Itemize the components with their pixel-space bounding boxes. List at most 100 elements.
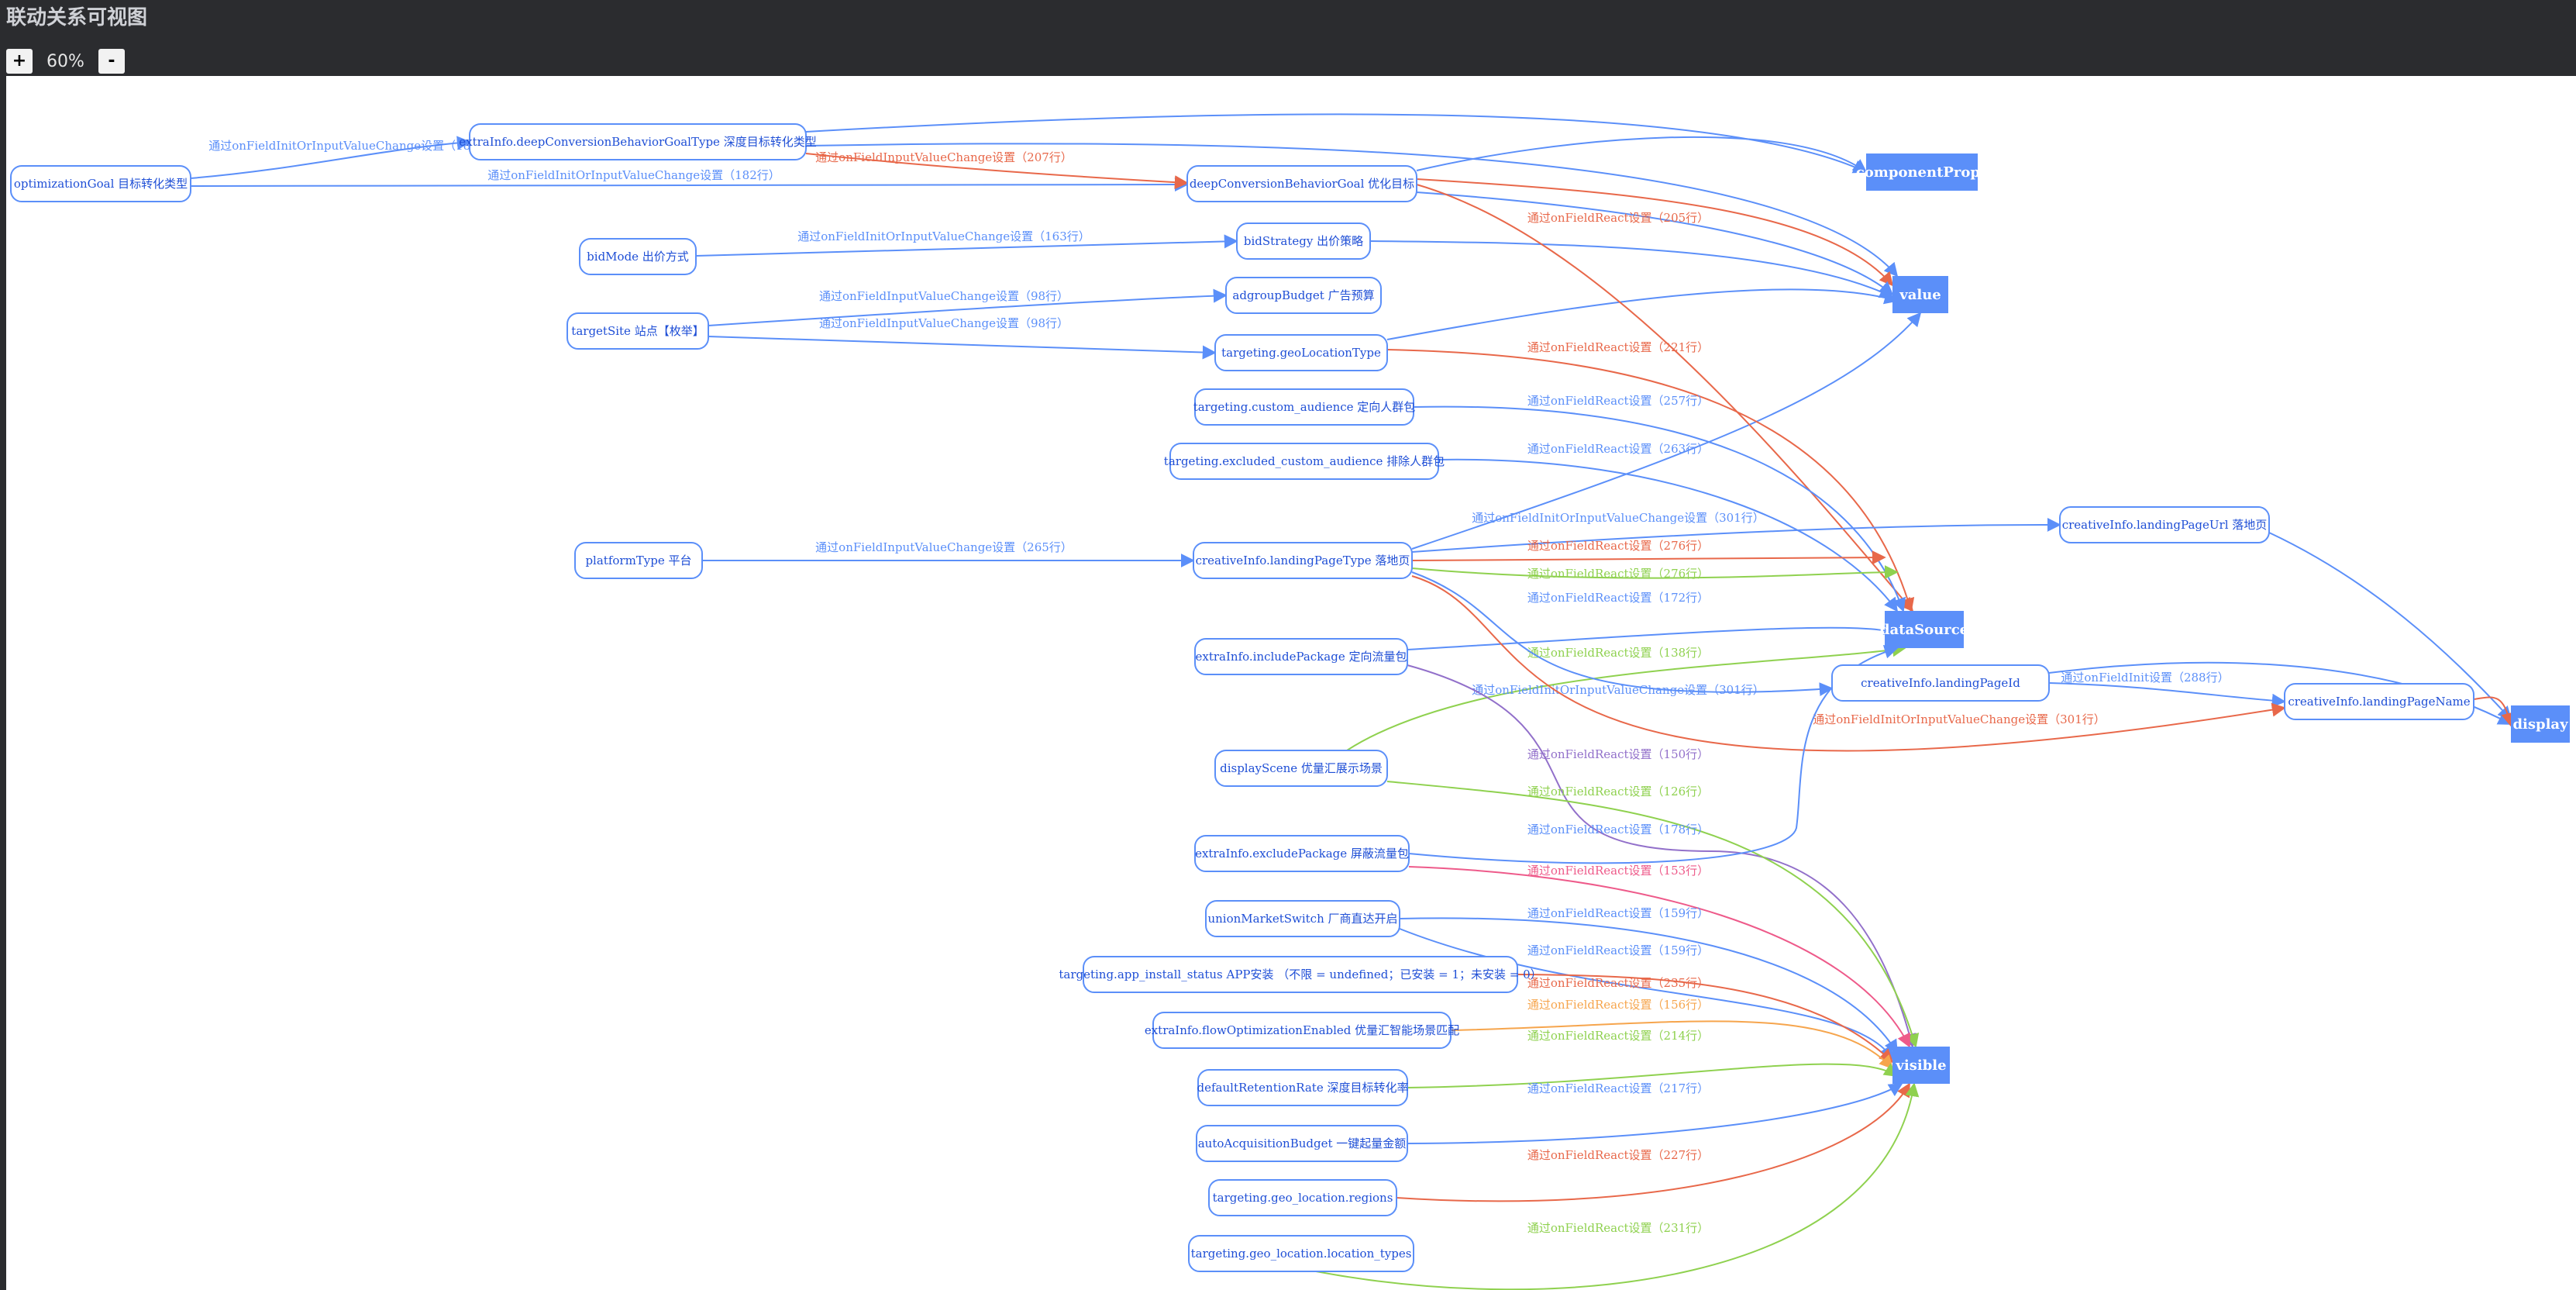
node-label: autoAcquisitionBudget 一键起量金额 [1198, 1137, 1407, 1150]
node-geoLocationType[interactable]: targeting.geoLocationType [1214, 334, 1388, 371]
edge-label: 通过onFieldInitOrInputValueChange设置（182行） [487, 168, 780, 182]
edge-displayScene-to-dataSource [1346, 643, 1906, 751]
node-targetSite[interactable]: targetSite 站点【枚举】 [567, 312, 709, 350]
node-box [1194, 388, 1414, 426]
edge-label: 通过onFieldReact设置（257行） [1527, 394, 1709, 408]
node-landingPageType[interactable]: creativeInfo.landingPageType 落地页 [1193, 542, 1413, 579]
node-label: targeting.excluded_custom_audience 排除人群包 [1164, 454, 1445, 468]
edge-landingPageType-to-landingPageId [1411, 571, 1834, 697]
node-deepConvType[interactable]: extraInfo.deepConversionBehaviorGoalType… [459, 123, 817, 160]
top-bar: 联动关系可视图 + 60% - [0, 0, 2576, 76]
node-customAudience[interactable]: targeting.custom_audience 定向人群包 [1193, 388, 1416, 426]
node-platformType[interactable]: platformType 平台 [574, 542, 703, 579]
node-excludePackage[interactable]: extraInfo.excludePackage 屏蔽流量包 [1194, 835, 1410, 872]
edge-targetSite-to-adgroupBudget [708, 288, 1228, 326]
node-label: deepConversionBehaviorGoal 优化目标 [1190, 177, 1414, 191]
target-display[interactable]: display [2511, 705, 2570, 743]
node-landingPageUrl[interactable]: creativeInfo.landingPageUrl 落地页 [2059, 506, 2270, 543]
node-box [1214, 334, 1388, 371]
node-displayScene[interactable]: displayScene 优量汇展示场景 [1214, 750, 1388, 787]
target-box [1892, 1047, 1950, 1084]
edge-deepConvGoal-to-dataSource [1416, 184, 1914, 612]
node-geoLocTypes[interactable]: targeting.geo_location.location_types [1188, 1235, 1414, 1272]
node-label: extraInfo.excludePackage 屏蔽流量包 [1195, 847, 1409, 861]
node-landingPageName[interactable]: creativeInfo.landingPageName [2284, 683, 2474, 720]
target-label: dataSource [1880, 622, 1968, 638]
node-label: extraInfo.deepConversionBehaviorGoalType… [459, 135, 816, 149]
edge-label: 通过onFieldReact设置（231行） [1527, 1221, 1709, 1235]
edge-label: 通过onFieldReact设置（235行） [1527, 976, 1709, 990]
edge-label: 通过onFieldReact设置（153行） [1527, 864, 1709, 878]
node-label: creativeInfo.landingPageUrl 落地页 [2062, 518, 2268, 532]
edge-landingPageUrl-to-display [2268, 532, 2512, 721]
edge-landingPageName-to-display [2473, 696, 2516, 727]
node-label: creativeInfo.landingPageName [2288, 695, 2470, 709]
edge-excludePackage-to-visible [1408, 866, 1910, 1048]
graph-canvas[interactable]: 通过onFieldInitOrInputValueChange设置（182行） 通… [6, 76, 2576, 1290]
target-componentProps[interactable]: componentProps [1856, 153, 1988, 191]
edge-landingPageType-to-landingPageUrl [1411, 517, 2061, 553]
node-excludedAudience[interactable]: targeting.excluded_custom_audience 排除人群包 [1164, 443, 1445, 480]
edge-targetSite-to-geoLocationType [708, 336, 1217, 360]
node-includePackage[interactable]: extraInfo.includePackage 定向流量包 [1194, 638, 1408, 675]
edge-label: 通过onFieldInit设置（288行） [2061, 671, 2229, 685]
edge-excludedAudience-to-dataSource [1438, 458, 1899, 612]
edge-deepConvType-to-value [805, 143, 1899, 278]
page-title: 联动关系可视图 [6, 6, 148, 29]
target-dataSource[interactable]: dataSource [1880, 611, 1968, 648]
edge-geoLocationType-to-dataSource [1386, 349, 1915, 612]
node-label: displayScene 优量汇展示场景 [1220, 761, 1383, 775]
node-label: unionMarketSwitch 厂商直达开启 [1207, 912, 1397, 926]
node-optimizationGoal[interactable]: optimizationGoal 目标转化类型 [10, 165, 191, 202]
zoom-level: 60% [46, 51, 84, 71]
node-geoRegions[interactable]: targeting.geo_location.regions [1208, 1179, 1397, 1216]
node-landingPageId[interactable]: creativeInfo.landingPageId [1831, 664, 2050, 702]
target-box [1892, 276, 1948, 313]
edge-label: 通过onFieldReact设置（214行） [1527, 1029, 1709, 1043]
node-bidStrategy[interactable]: bidStrategy 出价策略 [1236, 222, 1371, 260]
node-flowOpt[interactable]: extraInfo.flowOptimizationEnabled 优量汇智能场… [1145, 1012, 1459, 1049]
edges: 通过onFieldInitOrInputValueChange设置（182行） 通… [190, 113, 2516, 1290]
node-box [10, 165, 191, 202]
edge-label: 通过onFieldReact设置（205行） [1527, 211, 1709, 225]
node-label: targeting.custom_audience 定向人群包 [1193, 400, 1416, 414]
node-box [579, 238, 697, 275]
target-value[interactable]: value [1892, 276, 1948, 313]
node-label: targeting.geoLocationType [1221, 346, 1381, 360]
node-retentionRate[interactable]: defaultRetentionRate 深度目标转化率 [1197, 1069, 1409, 1106]
node-bidMode[interactable]: bidMode 出价方式 [579, 238, 697, 275]
node-label: extraInfo.flowOptimizationEnabled 优量汇智能场… [1145, 1023, 1459, 1037]
node-unionMarketSwitch[interactable]: unionMarketSwitch 厂商直达开启 [1205, 900, 1400, 937]
edge-bidStrategy-to-value [1369, 240, 1894, 298]
node-box [469, 123, 807, 160]
edge-label: 通过onFieldInitOrInputValueChange设置（182行） [208, 139, 501, 153]
target-label: visible [1895, 1057, 1946, 1074]
target-visible[interactable]: visible [1892, 1047, 1950, 1084]
edge-label: 通过onFieldReact设置（227行） [1527, 1148, 1709, 1162]
edge-label: 通过onFieldReact设置（178行） [1527, 823, 1709, 836]
node-label: bidStrategy 出价策略 [1244, 234, 1363, 248]
node-label: targetSite 站点【枚举】 [571, 324, 704, 338]
node-appInstall[interactable]: targeting.app_install_status APP安装 （不限 =… [1059, 956, 1542, 993]
node-box [1236, 222, 1371, 260]
edge-geoLocTypes-to-visible [1315, 1082, 1920, 1290]
node-adgroupBudget[interactable]: adgroupBudget 广告预算 [1225, 277, 1382, 314]
node-box [1194, 638, 1408, 675]
node-label: optimizationGoal 目标转化类型 [14, 177, 188, 191]
edge-label: 通过onFieldReact设置（126行） [1527, 785, 1709, 798]
node-deepConvGoal[interactable]: deepConversionBehaviorGoal 优化目标 [1186, 165, 1417, 202]
node-box [1831, 664, 2050, 702]
zoom-in-button[interactable]: + [6, 49, 33, 74]
target-label: display [2512, 716, 2568, 733]
edge-label: 通过onFieldReact设置（150行） [1527, 747, 1709, 761]
node-autoBudget[interactable]: autoAcquisitionBudget 一键起量金额 [1196, 1125, 1408, 1162]
edge-label: 通过onFieldReact设置（159行） [1527, 906, 1709, 920]
edge-label: 通过onFieldReact设置（159行） [1527, 943, 1709, 957]
zoom-out-button[interactable]: - [98, 49, 125, 74]
edge-label: 通过onFieldReact设置（172行） [1527, 591, 1709, 605]
edge-displayScene-to-visible [1386, 781, 1920, 1048]
node-label: extraInfo.includePackage 定向流量包 [1196, 650, 1407, 664]
edge-unionMarketSwitch-to-visible [1399, 917, 1898, 1054]
edge-label: 通过onFieldReact设置（217行） [1527, 1081, 1709, 1095]
edge-landingPageId-to-landingPageName [2048, 682, 2286, 708]
